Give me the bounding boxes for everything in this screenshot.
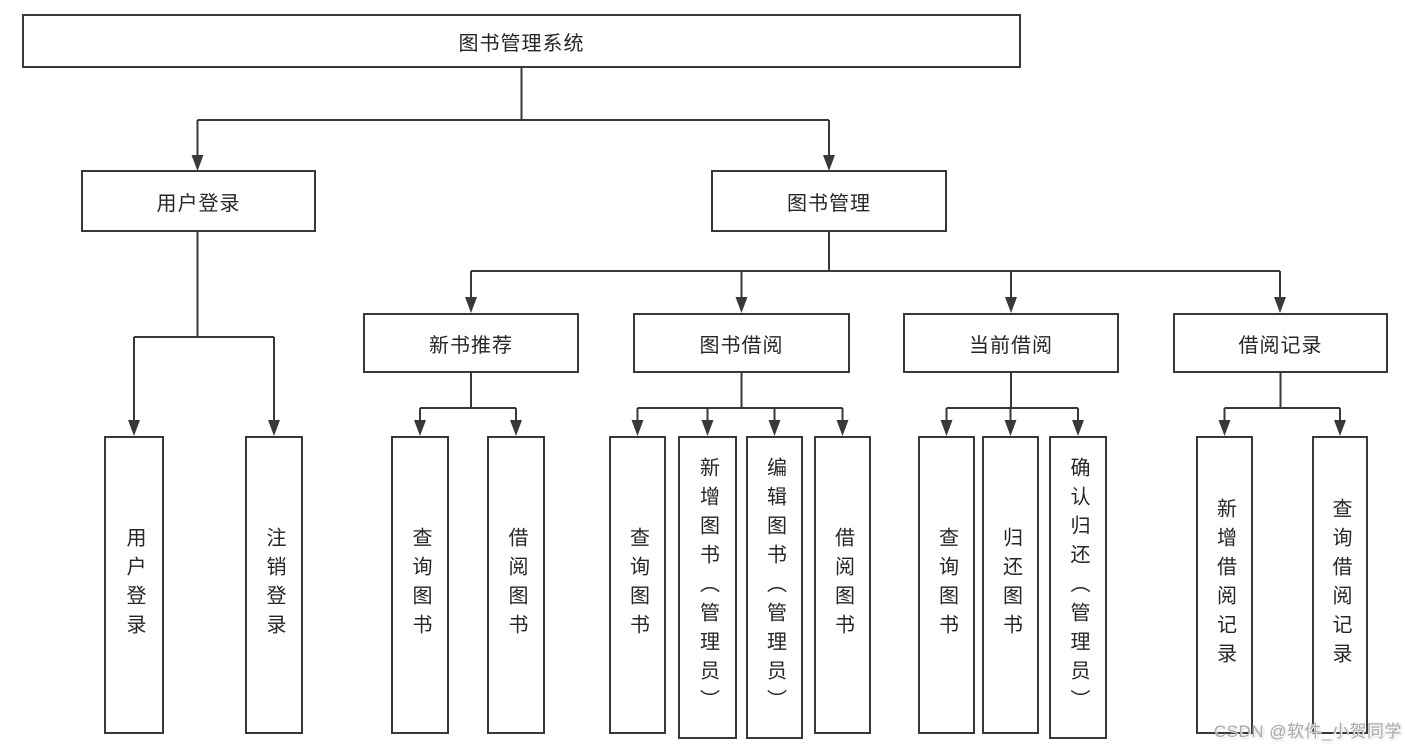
node-current-borrow: 当前借阅 [903, 313, 1119, 373]
leaf-query-book-recommend: 查询图书 [391, 436, 449, 734]
leaf-confirm-return-admin: 确认归还（管理员） [1049, 436, 1107, 739]
leaf-return-book: 归还图书 [982, 436, 1039, 734]
leaf-edit-book-admin: 编辑图书（管理员） [746, 436, 803, 739]
node-book-borrow: 图书借阅 [633, 313, 850, 373]
node-user-login-group: 用户登录 [81, 170, 316, 232]
leaf-user-login: 用户登录 [104, 436, 164, 734]
connector-paths [133, 68, 1341, 421]
leaf-query-borrow-record: 查询借阅记录 [1312, 436, 1368, 734]
leaf-add-borrow-record: 新增借阅记录 [1196, 436, 1253, 734]
leaf-borrow-book-recommend: 借阅图书 [487, 436, 545, 734]
watermark: CSDN @软件_小贺同学 [1213, 722, 1402, 741]
leaf-logout: 注销登录 [245, 436, 303, 734]
node-borrow-record: 借阅记录 [1173, 313, 1388, 373]
node-book-management: 图书管理 [711, 170, 947, 232]
leaf-add-book-admin: 新增图书（管理员） [678, 436, 737, 739]
leaf-borrow-book: 借阅图书 [814, 436, 871, 734]
node-library-system: 图书管理系统 [22, 14, 1021, 68]
node-new-book-recommend: 新书推荐 [363, 313, 579, 373]
leaf-query-book-current: 查询图书 [918, 436, 975, 734]
leaf-query-book-borrow: 查询图书 [609, 436, 666, 734]
